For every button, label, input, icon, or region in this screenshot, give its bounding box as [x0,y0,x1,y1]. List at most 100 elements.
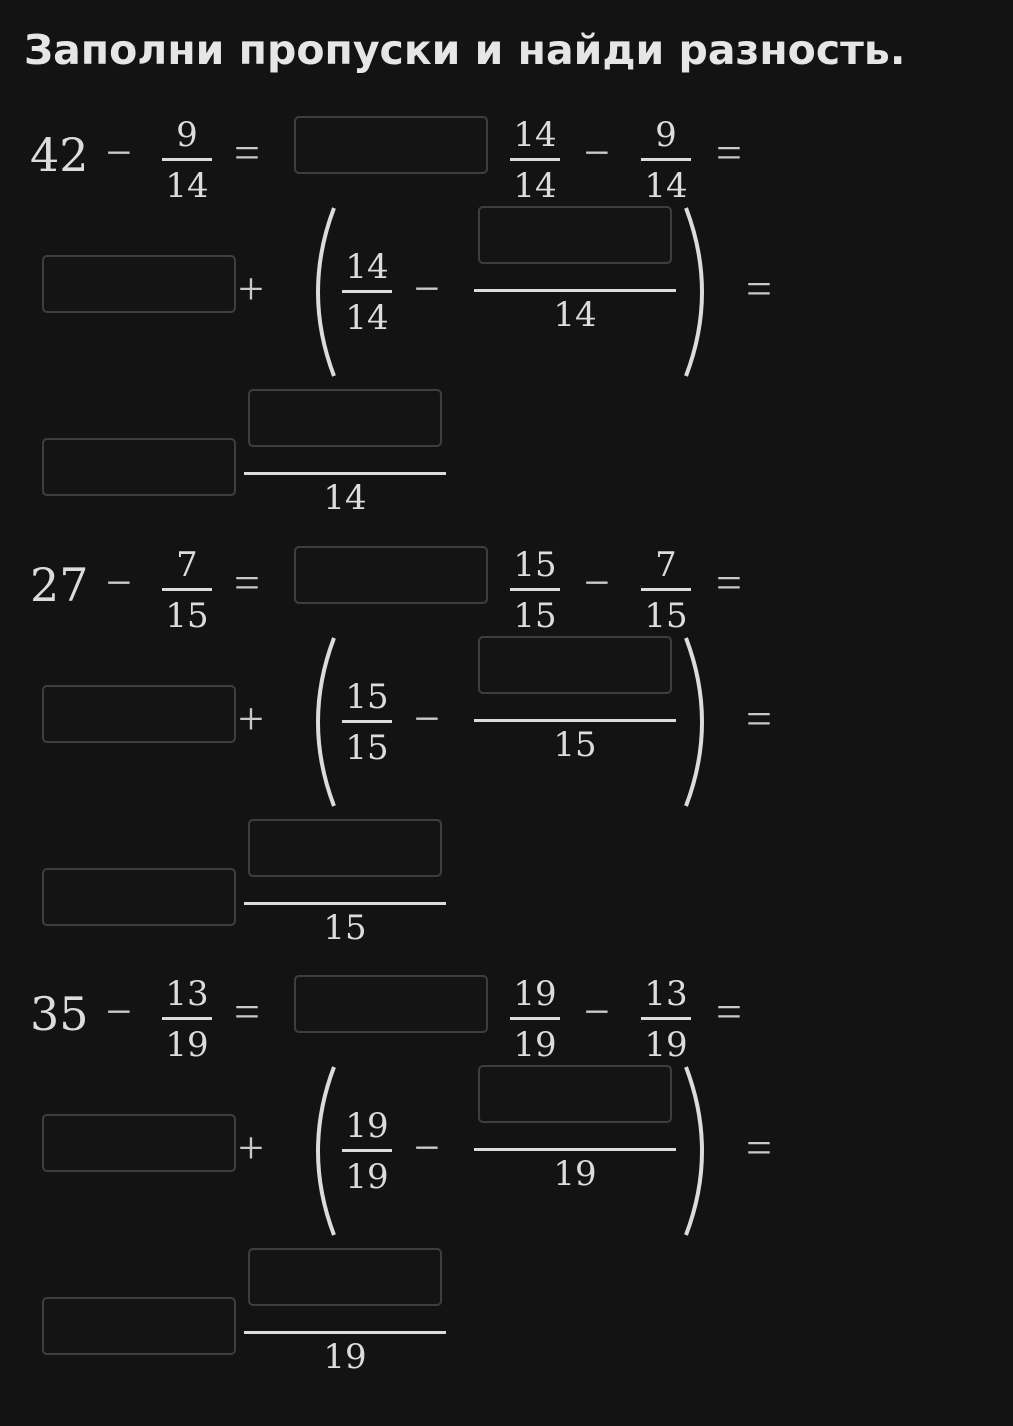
fraction-bar [342,290,392,293]
fraction-numerator: 19 [513,974,557,1014]
fraction-denominator: 15 [345,728,389,768]
answer-input-1[interactable] [294,116,488,174]
fraction-bar [474,719,676,722]
answer-input-3[interactable] [478,206,672,264]
answer-numerator-input[interactable] [248,1248,442,1306]
right-parenthesis [680,634,720,810]
fraction-denominator: 14 [553,295,597,335]
equals-sign: = [716,986,742,1037]
left-parenthesis [300,204,340,380]
fraction-numerator: 13 [165,974,209,1014]
fraction-numerator: 9 [176,115,198,155]
answer-input-2[interactable] [42,1114,236,1172]
fraction-numerator: 9 [655,115,677,155]
equals-sign: = [234,986,260,1037]
whole-as-fraction: 15 15 [342,678,392,767]
fraction-bar [244,902,446,905]
right-parenthesis [680,1063,720,1239]
plus-sign: + [238,1122,264,1173]
answer-whole-input[interactable] [42,868,236,926]
fraction-bar [510,588,560,591]
fraction-denominator: 15 [644,596,688,636]
answer-numerator-input[interactable] [248,819,442,877]
fraction-denominator: 19 [323,1337,367,1377]
fraction-numerator: 14 [513,115,557,155]
left-parenthesis [300,1063,340,1239]
fraction-bar [641,1017,691,1020]
fraction-denominator: 14 [345,298,389,338]
whole-number: 27 [30,558,89,612]
fraction-denominator: 15 [323,908,367,948]
fraction-denominator: 15 [513,596,557,636]
fraction-bar [474,1148,676,1151]
answer-whole-input[interactable] [42,1297,236,1355]
whole-as-fraction: 14 14 [342,248,392,337]
whole-number: 35 [30,987,89,1041]
minus-sign: − [106,127,132,178]
equals-sign: = [746,693,772,744]
answer-input-2[interactable] [42,255,236,313]
subtracted-fraction: 13 19 [162,975,212,1064]
fraction-denominator: 19 [513,1025,557,1065]
subtracted-fraction: 7 15 [162,546,212,635]
fraction-denominator: 19 [165,1025,209,1065]
equals-sign: = [746,263,772,314]
whole-number: 42 [30,128,89,182]
fraction-denominator: 14 [323,478,367,518]
whole-as-fraction: 14 14 [510,116,560,205]
fraction-denominator: 15 [553,725,597,765]
fraction-denominator: 14 [513,166,557,206]
equals-sign: = [234,557,260,608]
equals-sign: = [234,127,260,178]
answer-input-1[interactable] [294,975,488,1033]
fraction-bar [342,1149,392,1152]
fraction-numerator: 13 [644,974,688,1014]
answer-input-1[interactable] [294,546,488,604]
fraction-bar [641,588,691,591]
fraction-numerator: 15 [513,545,557,585]
whole-as-fraction: 19 19 [342,1107,392,1196]
task-title: Заполни пропуски и найди разность. [24,26,906,74]
subtracted-fraction: 13 19 [641,975,691,1064]
minus-sign: − [584,557,610,608]
right-parenthesis [680,204,720,380]
fraction-denominator: 19 [553,1154,597,1194]
left-parenthesis [300,634,340,810]
subtracted-fraction: 9 14 [162,116,212,205]
whole-as-fraction: 15 15 [510,546,560,635]
fraction-bar [244,1331,446,1334]
plus-sign: + [238,263,264,314]
minus-sign: − [106,986,132,1037]
whole-as-fraction: 19 19 [510,975,560,1064]
fraction-denominator: 14 [644,166,688,206]
minus-sign: − [414,1122,440,1173]
minus-sign: − [584,127,610,178]
fraction-bar [641,158,691,161]
answer-input-2[interactable] [42,685,236,743]
problem-1: 42 − 9 14 = 14 14 − 9 14 = + 14 14 − 14 … [0,100,1013,530]
fraction-bar [510,1017,560,1020]
answer-whole-input[interactable] [42,438,236,496]
answer-input-3[interactable] [478,636,672,694]
fraction-bar [342,720,392,723]
answer-numerator-input[interactable] [248,389,442,447]
fraction-denominator: 19 [644,1025,688,1065]
subtracted-fraction: 7 15 [641,546,691,635]
equals-sign: = [716,557,742,608]
fraction-numerator: 14 [345,247,389,287]
fraction-bar [474,289,676,292]
problem-2: 27 − 7 15 = 15 15 − 7 15 = + 15 15 − 15 … [0,530,1013,960]
answer-input-3[interactable] [478,1065,672,1123]
fraction-numerator: 7 [655,545,677,585]
fraction-denominator: 14 [165,166,209,206]
minus-sign: − [414,693,440,744]
fraction-bar [244,472,446,475]
minus-sign: − [106,557,132,608]
equals-sign: = [746,1122,772,1173]
fraction-bar [162,158,212,161]
equals-sign: = [716,127,742,178]
fraction-bar [162,1017,212,1020]
minus-sign: − [584,986,610,1037]
problem-3: 35 − 13 19 = 19 19 − 13 19 = + 19 19 − 1… [0,959,1013,1389]
plus-sign: + [238,693,264,744]
